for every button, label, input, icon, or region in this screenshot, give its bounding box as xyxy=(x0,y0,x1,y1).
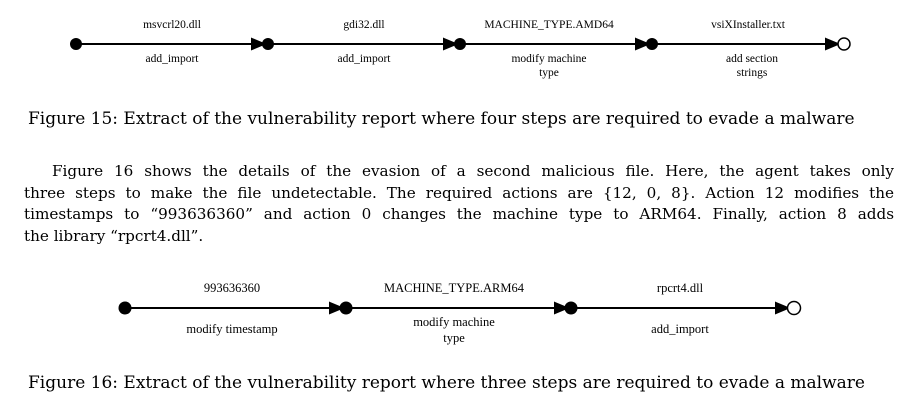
figure-16-flow-svg xyxy=(118,300,802,316)
step-action-target: 993636360 xyxy=(203,281,261,295)
figure-16-diagram: 993636360 modify timestamp MACHINE_TYPE.… xyxy=(0,275,916,350)
figure-15-flow-svg xyxy=(70,37,851,51)
arrowhead xyxy=(329,301,345,315)
state-node xyxy=(564,301,578,315)
step-action-target: msvcrl20.dll xyxy=(143,19,201,31)
figure-15-diagram: msvcrl20.dll add_import gdi32.dll add_im… xyxy=(0,10,916,85)
paragraph-line: timestamps to “993636360” and action 0 c… xyxy=(24,205,894,223)
step-action-name-line: type xyxy=(443,331,465,345)
step-action-name-line: modify machine xyxy=(511,53,587,65)
arrowhead xyxy=(554,301,570,315)
state-node xyxy=(339,301,353,315)
arrowhead xyxy=(443,37,459,51)
step-action-name: modify machine type xyxy=(413,314,495,346)
step-action-name-line: strings xyxy=(736,67,768,79)
state-node xyxy=(646,38,658,50)
paragraph-line: the library “rpcrt4.dll”. xyxy=(24,226,204,245)
arrowhead xyxy=(635,37,651,51)
step-action-name-line: add section xyxy=(725,53,779,65)
arrowhead xyxy=(251,37,267,51)
step-action-target: MACHINE_TYPE.ARM64 xyxy=(384,281,524,295)
step-action-target: gdi32.dll xyxy=(343,19,385,31)
step-action-name: modify timestamp xyxy=(186,322,278,336)
step-action-name: add section strings xyxy=(726,52,778,80)
arrowhead xyxy=(825,37,841,51)
step-action-name: add_import xyxy=(145,53,199,65)
step-action-target: vsiXInstaller.txt xyxy=(711,19,785,31)
state-node xyxy=(262,38,274,50)
figure-16-caption: Figure 16: Extract of the vulnerability … xyxy=(28,373,865,393)
figure-15-caption: Figure 15: Extract of the vulnerability … xyxy=(28,109,855,129)
step-action-name: modify machine type xyxy=(511,52,586,80)
paragraph-line: three steps to make the file undetectabl… xyxy=(24,183,894,202)
step-action-name: add_import xyxy=(337,53,391,65)
body-paragraph: Figure 16 shows the details of the evasi… xyxy=(24,161,894,247)
step-action-name-line: modify machine xyxy=(413,315,495,329)
step-action-target: rpcrt4.dll xyxy=(656,281,704,295)
start-node xyxy=(70,38,82,50)
step-action-target: MACHINE_TYPE.AMD64 xyxy=(484,19,614,31)
paragraph-line: Figure 16 shows the details of the evasi… xyxy=(52,162,894,180)
end-node xyxy=(837,37,851,51)
arrowhead xyxy=(775,301,791,315)
step-action-name-line: type xyxy=(539,67,559,79)
step-action-name: add_import xyxy=(651,322,709,336)
state-node xyxy=(454,38,466,50)
start-node xyxy=(118,301,132,315)
end-node xyxy=(786,300,802,316)
